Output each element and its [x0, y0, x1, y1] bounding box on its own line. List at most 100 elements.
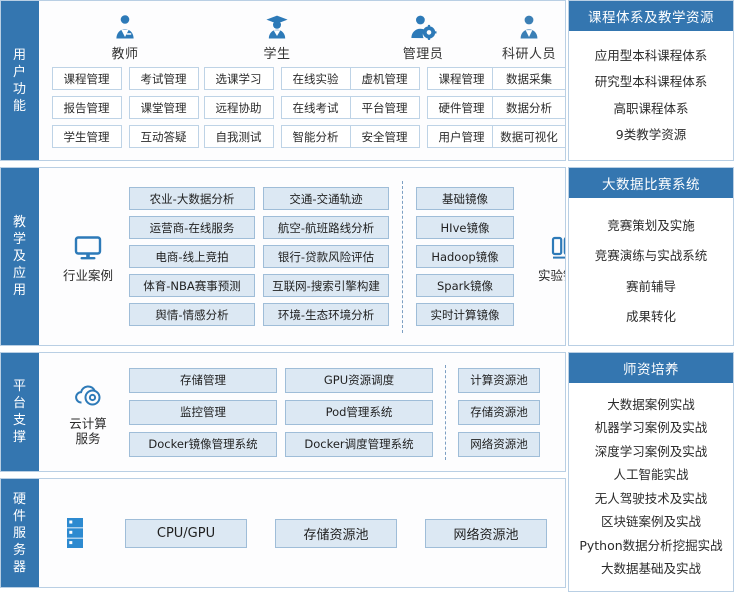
- case-chip[interactable]: 银行-贷款风险评估: [263, 245, 389, 268]
- pool-chip[interactable]: 网络资源池: [458, 431, 540, 457]
- function-chip[interactable]: 互动答疑: [128, 125, 199, 148]
- chip-grid: 虚机管理 平台管理 安全管理 课程管理 硬件管理 用户管理: [349, 67, 497, 148]
- case-chip[interactable]: 农业-大数据分析: [129, 187, 255, 210]
- pool-chip[interactable]: 存储资源池: [458, 399, 540, 425]
- role-name: 管理员: [402, 47, 444, 62]
- case-chip[interactable]: 环境-生态环境分析: [263, 303, 389, 326]
- panel-bigdata-competition: 大数据比赛系统 竞赛策划及实施 竞赛演练与实战系统 赛前辅导 成果转化: [568, 167, 734, 346]
- chip-grid: 数据采集 数据分析 数据可视化: [492, 67, 565, 148]
- function-chip[interactable]: 平台管理: [349, 96, 420, 119]
- server-rack-icon: [62, 516, 88, 550]
- image-chip[interactable]: Spark镜像: [416, 274, 514, 297]
- function-chip[interactable]: 智能分析: [280, 125, 351, 148]
- cloud-service-icon: [72, 379, 104, 413]
- hardware-chips: CPU/GPU 存储资源池 网络资源池: [125, 518, 547, 548]
- function-chip[interactable]: 用户管理: [426, 125, 497, 148]
- function-chip[interactable]: 安全管理: [349, 125, 420, 148]
- panel-list-item[interactable]: 无人驾驶技术及实战: [594, 490, 708, 506]
- hardware-chip[interactable]: 存储资源池: [275, 518, 397, 548]
- chip-grid: 选课学习 远程协助 自我测试 在线实验 在线考试 智能分析: [203, 67, 351, 148]
- image-chip[interactable]: Hadoop镜像: [416, 245, 514, 268]
- function-chip[interactable]: 报告管理: [51, 96, 122, 119]
- function-chip[interactable]: 在线实验: [280, 67, 351, 90]
- industry-case-block: 行业案例: [47, 231, 129, 283]
- layer-platform-support: 平台支撑 云计算服务 存储管理 监控管: [0, 352, 566, 472]
- platform-chip[interactable]: Pod管理系统: [285, 399, 433, 425]
- function-chip[interactable]: 在线考试: [280, 96, 351, 119]
- panel-list-item[interactable]: 区块链案例及实战: [600, 514, 701, 530]
- chip-column: 考试管理 课堂管理 互动答疑: [128, 67, 199, 148]
- panel-list-item[interactable]: 应用型本科课程体系: [594, 47, 708, 63]
- function-chip[interactable]: 选课学习: [203, 67, 274, 90]
- panel-list-item[interactable]: 高职课程体系: [613, 100, 689, 116]
- lab-image-chips: 基础镜像 HIve镜像 Hadoop镜像 Spark镜像 实时计算镜像: [416, 187, 514, 326]
- image-chip[interactable]: HIve镜像: [416, 216, 514, 239]
- role-researcher: 科研人员 数据采集 数据分析 数据可视化: [492, 11, 565, 148]
- function-chip[interactable]: 学生管理: [51, 125, 122, 148]
- layer-label-text: 平台支撑: [12, 379, 27, 445]
- platform-chip[interactable]: GPU资源调度: [285, 367, 433, 393]
- layer-label-text: 教学及应用: [12, 215, 27, 298]
- image-chip[interactable]: 基础镜像: [416, 187, 514, 210]
- function-chip[interactable]: 数据可视化: [492, 125, 565, 148]
- panel-list-item[interactable]: 大数据基础及实战: [600, 561, 701, 577]
- layer-label-platform-support: 平台支撑: [1, 353, 39, 471]
- panel-list-item[interactable]: 9类教学资源: [615, 127, 687, 143]
- function-chip[interactable]: 数据分析: [492, 96, 565, 119]
- function-chip[interactable]: 硬件管理: [426, 96, 497, 119]
- hardware-chip[interactable]: 网络资源池: [425, 518, 547, 548]
- layer-body-platform-support: 云计算服务 存储管理 监控管理 Docker镜像管理系统 GPU资源调度 Pod…: [39, 353, 565, 471]
- function-chip[interactable]: 课程管理: [51, 67, 122, 90]
- platform-column-2: GPU资源调度 Pod管理系统 Docker调度管理系统: [285, 367, 433, 457]
- function-chip[interactable]: 数据采集: [492, 67, 565, 90]
- panel-list-item[interactable]: 研究型本科课程体系: [594, 74, 708, 90]
- panel-list-item[interactable]: 赛前辅导: [625, 278, 676, 294]
- panel-list-item[interactable]: 机器学习案例及实战: [594, 420, 708, 436]
- case-chip[interactable]: 电商-线上竞拍: [129, 245, 255, 268]
- case-column-1: 农业-大数据分析 运营商-在线服务 电商-线上竞拍 体育-NBA赛事预测 舆情-…: [129, 187, 255, 326]
- lab-image-block: 实验镜像: [522, 231, 565, 283]
- platform-chip[interactable]: 监控管理: [129, 399, 277, 425]
- panel-list-item[interactable]: 大数据案例实战: [607, 396, 695, 412]
- function-chip[interactable]: 自我测试: [203, 125, 274, 148]
- platform-chip[interactable]: Docker调度管理系统: [285, 431, 433, 457]
- role-name: 科研人员: [501, 47, 556, 62]
- case-chip[interactable]: 运营商-在线服务: [129, 216, 255, 239]
- platform-chip[interactable]: 存储管理: [129, 367, 277, 393]
- function-chip[interactable]: 课程管理: [426, 67, 497, 90]
- function-chip[interactable]: 远程协助: [203, 96, 274, 119]
- layer-body-teaching-application: 行业案例 农业-大数据分析 运营商-在线服务 电商-线上竞拍 体育-NBA赛事预…: [39, 168, 565, 345]
- platform-chip[interactable]: Docker镜像管理系统: [129, 431, 277, 457]
- lab-image-label: 实验镜像: [537, 267, 565, 283]
- panel-list-item[interactable]: 竞赛策划及实施: [607, 218, 695, 234]
- function-chip[interactable]: 虚机管理: [349, 67, 420, 90]
- layer-teaching-application: 教学及应用 行业案例 农业-大数据分析: [0, 167, 566, 346]
- pool-chip[interactable]: 计算资源池: [458, 367, 540, 393]
- function-chip[interactable]: 考试管理: [128, 67, 199, 90]
- case-chip[interactable]: 舆情-情感分析: [129, 303, 255, 326]
- layer-body-user-functions: 教师 课程管理 报告管理 学生管理 考试管理 课堂管理 互动答疑: [39, 1, 565, 160]
- panel-list-item[interactable]: 人工智能实战: [613, 467, 689, 483]
- panel-list-item[interactable]: 深度学习案例及实战: [594, 443, 708, 459]
- panel-list-item[interactable]: Python数据分析挖掘实战: [579, 537, 723, 553]
- resource-pool-block: 资源池: [546, 386, 565, 438]
- panel-list-item[interactable]: 成果转化: [625, 308, 676, 324]
- case-chip[interactable]: 互联网-搜索引擎构建: [263, 274, 389, 297]
- image-chip[interactable]: 实时计算镜像: [416, 303, 514, 326]
- hardware-chip[interactable]: CPU/GPU: [125, 518, 247, 548]
- cloud-service-label: 云计算服务: [69, 415, 107, 446]
- case-chip[interactable]: 交通-交通轨迹: [263, 187, 389, 210]
- case-chip[interactable]: 体育-NBA赛事预测: [129, 274, 255, 297]
- function-chip[interactable]: 课堂管理: [128, 96, 199, 119]
- cloud-service-block: 云计算服务: [47, 379, 129, 446]
- researcher-icon: [515, 11, 543, 41]
- vertical-dashed-divider: [402, 180, 403, 333]
- role-administrator: 管理员 虚机管理 平台管理 安全管理 课程管理 硬件管理 用户管理: [349, 11, 497, 148]
- panel-list-item[interactable]: 竞赛演练与实战系统: [594, 248, 708, 264]
- case-chip[interactable]: 航空-航班路线分析: [263, 216, 389, 239]
- layer-hardware-server: 硬件服务器 CPU: [0, 478, 566, 588]
- industry-case-chips: 农业-大数据分析 运营商-在线服务 电商-线上竞拍 体育-NBA赛事预测 舆情-…: [129, 187, 389, 326]
- panel-title: 师资培养: [569, 353, 733, 383]
- panel-curriculum-system: 课程体系及教学资源 应用型本科课程体系 研究型本科课程体系 高职课程体系 9类教…: [568, 0, 734, 161]
